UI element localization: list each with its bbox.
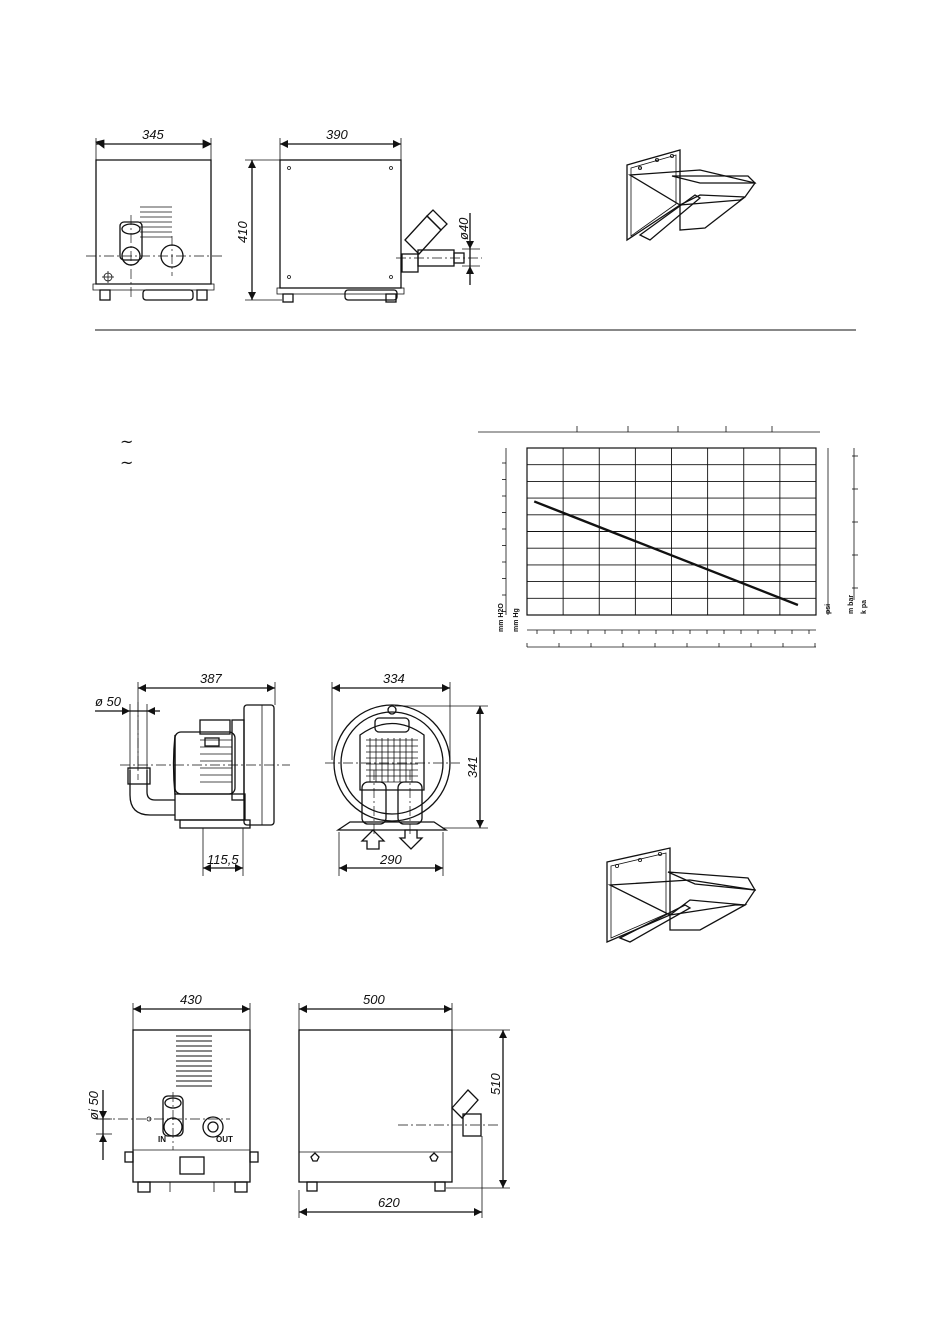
dim-top-side-width: 390 [326,127,348,142]
dim-top-height: 410 [235,221,250,243]
unit-label-mm-hg: mm Hg [513,608,520,632]
blower-side-view: 387 ø 50 [95,671,290,876]
dim-mid-side-width: 387 [200,671,222,686]
unit-small-front-view: 345 [86,127,222,300]
chart-grid [527,448,816,615]
unit-label-psi: psi [825,604,832,614]
dim-mid-base-offset: 115,5 [207,852,239,867]
vent-slots [140,207,172,237]
port-label-out: OUT [216,1135,233,1144]
performance-chart: mm H2O mm Hg psi m bar k pa [478,426,868,647]
wall-bracket-top [627,150,755,240]
dim-bottom-height: 510 [488,1073,503,1095]
dim-mid-base-width: 290 [379,852,402,867]
dim-mid-pipe-diameter: ø 50 [95,694,122,709]
port-label-in: IN [158,1135,166,1144]
chart-left-ticks [502,463,506,612]
series-line [534,501,798,605]
dim-mid-front-height: 341 [465,756,480,778]
dim-bottom-pipe-diameter: øi 50 [86,1090,101,1120]
unit-label-mm-h2o: mm H2O [498,603,505,632]
supply-symbol-1: ~ [120,432,133,451]
wall-bracket-middle [607,848,755,942]
unit-large-front-view: 430 IN OUT øi 50 [86,992,258,1192]
dim-mid-front-width: 334 [383,671,405,686]
unit-label-mbar: m bar [848,595,855,614]
chart-series [534,501,798,605]
dim-top-front-width: 345 [142,127,164,142]
dim-top-pipe-diameter: ø40 [456,217,471,240]
chart-bottom-ticks [527,630,815,647]
unit-small-side-view: 390 410 ø40 [235,127,482,302]
dim-bottom-depth: 620 [378,1195,400,1210]
blower-front-view: 334 341 290 [325,671,488,876]
chart-right-ticks [852,456,858,588]
outlet-pipe [402,210,464,272]
unit-large-side-view: 500 510 620 [299,992,510,1218]
unit-label-kpa: k pa [861,600,868,614]
vent-slots-large [176,1036,212,1086]
dim-bottom-side-width: 500 [363,992,385,1007]
dim-bottom-front-width: 430 [180,992,202,1007]
supply-symbol-2: ~ [120,453,133,472]
